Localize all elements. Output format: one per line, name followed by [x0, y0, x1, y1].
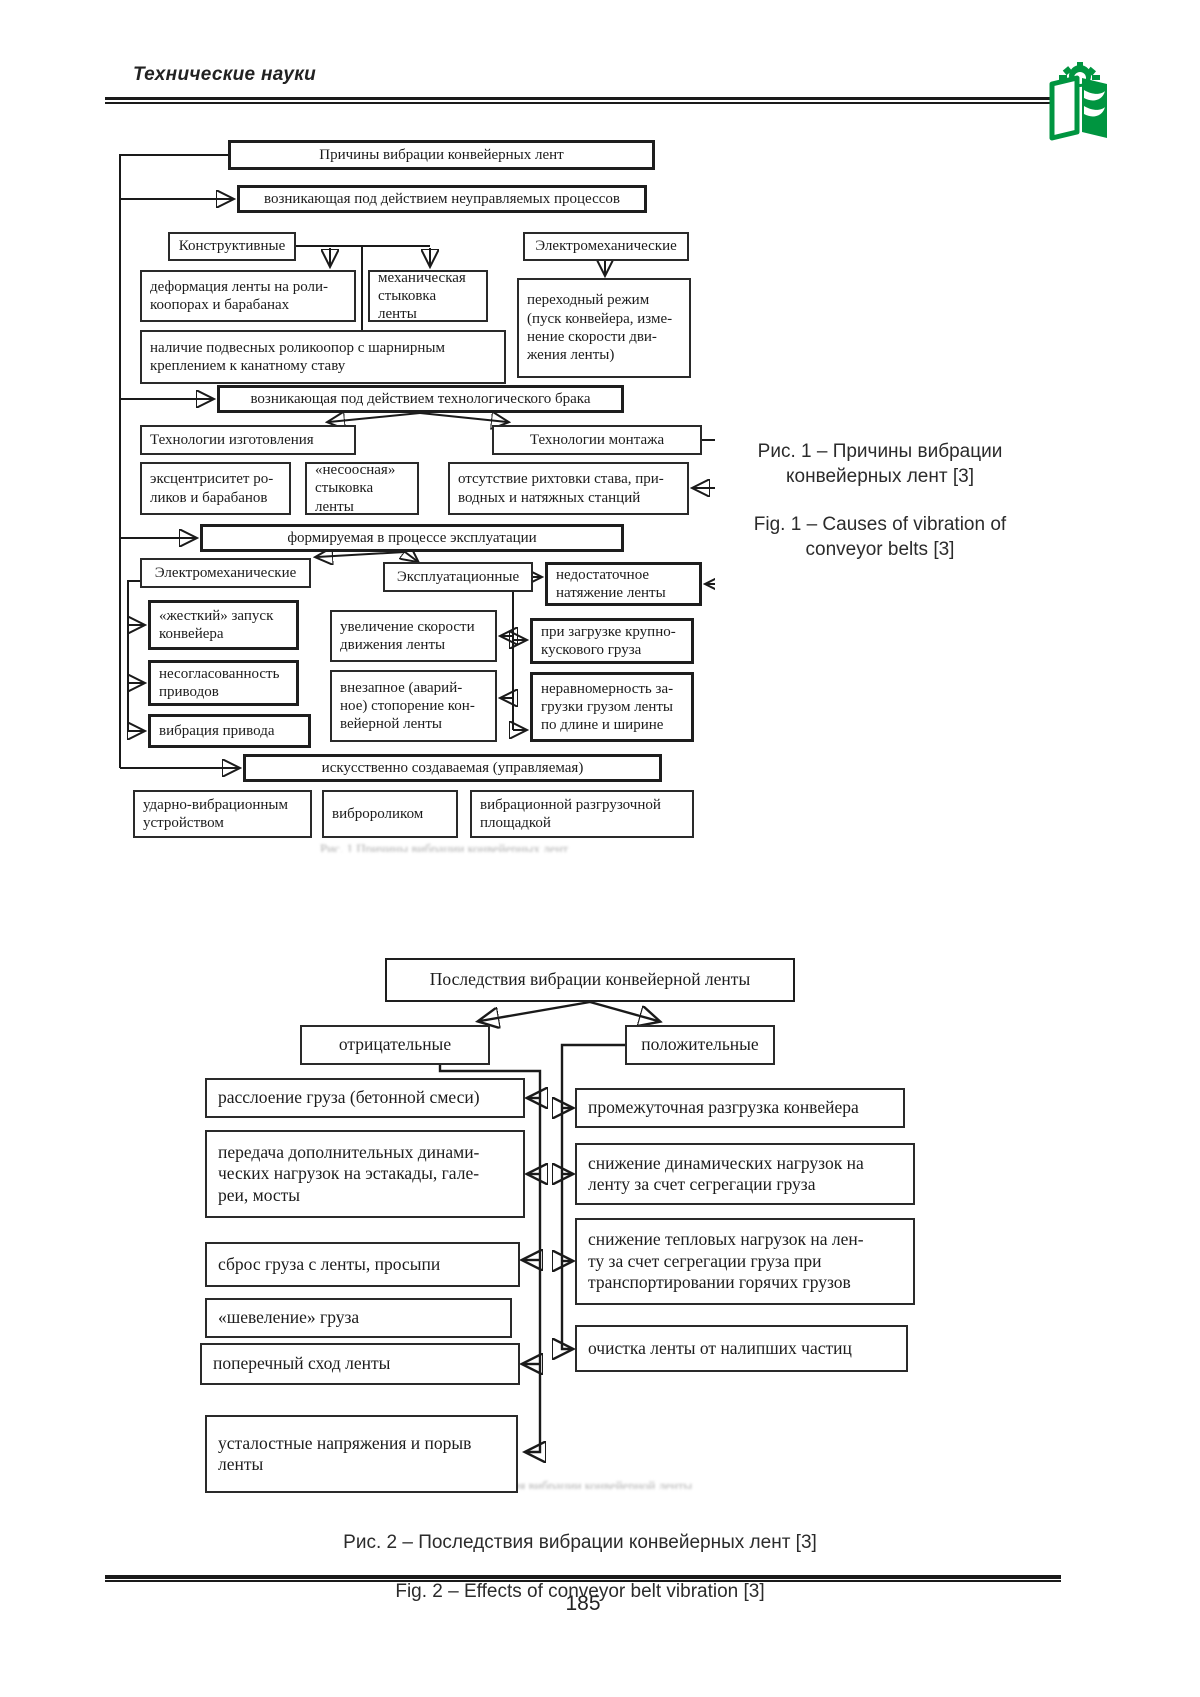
fig1-node-misaligned: «несоосная» стыковка ленты [305, 462, 419, 515]
fig2-node-dynamic-reduction: снижение динамических нагрузок на ленту … [575, 1143, 915, 1205]
figure-2-caption-ru: Рис. 2 – Последствия вибрации конвейерны… [343, 1532, 817, 1554]
fig1-node-insufficient-tension: недостаточное натяжение ленты [545, 562, 702, 606]
fig1-node-artificial: искусственно создаваемая (управляемая) [243, 754, 662, 782]
fig1-node-manuf-tech: Технологии изготовления [140, 425, 356, 455]
fig2-node-negative: отрицательные [300, 1025, 490, 1065]
fig1-node-constructive: Конструктивные [168, 232, 296, 261]
fig1-node-electromech-top: Электромеханические [523, 232, 689, 261]
fig1-node-eccentricity: эксцентриситет ро- ликов и барабанов [140, 462, 291, 515]
page-number: 185 [565, 1592, 601, 1615]
fig2-node-stratification: расслоение груза (бетонной смеси) [205, 1078, 525, 1118]
fig1-node-lump-loading: при загрузке крупно- кускового груза [530, 618, 694, 664]
fig1-crop-artifact: Рис. 1 Причины вибрации конвейерных лент [320, 841, 569, 852]
figure-2-caption: Рис. 2 – Последствия вибрации конвейерны… [250, 1507, 910, 1629]
fig1-node-operational: Эксплуатационные [383, 562, 533, 592]
figure-2-connectors [438, 1000, 970, 1505]
fig2-node-load-shifting: «шевеление» груза [205, 1298, 512, 1338]
fig2-node-root: Последствия вибрации конвейерной ленты [385, 958, 795, 1002]
fig1-node-uneven-loading: неравномерность за- грузки грузом ленты … [530, 672, 694, 742]
book-wheat-gear-icon [1049, 62, 1107, 141]
figure-1-connectors [119, 154, 715, 878]
fig2-node-intermediate-unloading: промежуточная разгрузка конвейера [575, 1088, 905, 1128]
fig1-node-electromech2: Электромеханические [140, 558, 311, 588]
figure-2-caption-en: Fig. 2 – Effects of conveyor belt vibrat… [395, 1580, 765, 1602]
fig1-node-uncontrolled: возникающая под действием неуправляемых … [237, 185, 647, 213]
fig1-node-operation: формируемая в процессе эксплуатации [200, 524, 624, 552]
fig2-node-spillage: сброс груза с ленты, просыпи [205, 1242, 520, 1287]
fig2-node-cleaning: очистка ленты от налипших частиц [575, 1325, 908, 1372]
fig1-node-transient: переходный режим (пуск конвейера, изме- … [517, 278, 691, 378]
fig1-node-root: Причины вибрации конвейерных лент [228, 140, 655, 170]
fig2-node-dynamic-loads: передача дополнительных динами- ческих н… [205, 1130, 525, 1218]
figure-1-caption: Рис. 1 – Причины вибрации конвейерных ле… [728, 416, 1032, 586]
fig1-node-vibro-roller: вибророликом [322, 790, 458, 838]
footer-divider [105, 1575, 1061, 1582]
fig1-node-sudden-stop: внезапное (аварий- ное) стопорение кон- … [330, 670, 497, 742]
fig1-node-speed-increase: увеличение скорости движения ленты [330, 610, 497, 662]
fig1-node-hard-start: «жесткий» запуск конвейера [148, 600, 299, 650]
fig1-node-mech-splice: механическая стыковка ленты [368, 270, 488, 322]
fig1-node-vibro-platform: вибрационной разгрузочной площадкой [470, 790, 694, 838]
fig1-node-drive-vibration: вибрация привода [148, 714, 311, 748]
fig1-node-deformation: деформация ленты на роли- коопорах и бар… [140, 270, 356, 322]
figure-2-diagram: Последствия вибрации конвейерной ленты о… [200, 950, 970, 1505]
fig2-node-transverse-runoff: поперечный сход ленты [200, 1343, 520, 1385]
fig1-node-install-tech: Технологии монтажа [492, 425, 702, 455]
figure-1-caption-en: Fig. 1 – Causes of vibration of conveyor… [753, 514, 1007, 560]
fig1-node-no-alignment: отсутствие рихтовки става, при- водных и… [448, 462, 689, 515]
fig1-node-suspended: наличие подвесных роликоопор с шарнирным… [140, 330, 506, 384]
fig1-node-drive-mismatch: несогласованность приводов [148, 660, 299, 706]
figure-1-diagram: Причины вибрации конвейерных лент возник… [115, 138, 715, 878]
header-divider [105, 97, 1061, 104]
fig1-node-impact-device: ударно-вибрационным устройством [133, 790, 312, 838]
section-title: Технические науки [133, 64, 317, 85]
fig2-crop-artifact: Рис. 2 Последствия вибрации конвейерной … [418, 1478, 693, 1489]
figure-1-caption-ru: Рис. 1 – Причины вибрации конвейерных ле… [757, 441, 1003, 487]
fig1-node-tech-defect: возникающая под действием технологическо… [217, 385, 624, 413]
fig2-node-positive: положительные [625, 1025, 775, 1065]
fig2-node-fatigue: усталостные напряжения и порыв ленты [205, 1415, 518, 1493]
fig2-node-thermal-reduction: снижение тепловых нагрузок на лен- ту за… [575, 1218, 915, 1305]
